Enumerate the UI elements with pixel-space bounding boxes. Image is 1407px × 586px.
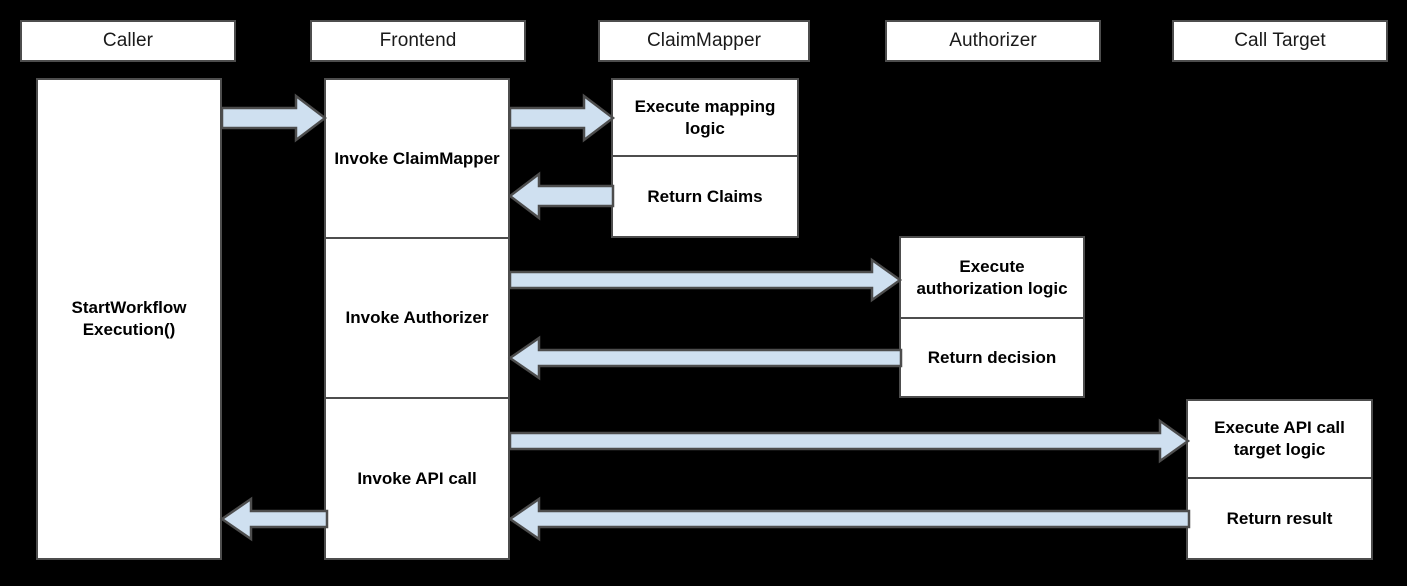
message-arrow-frontend-to-authorizer[interactable] [508,257,903,303]
activation-calltarget-execute[interactable]: Execute API call target logic [1186,399,1373,478]
message-arrow-authorizer-to-frontend[interactable] [507,335,903,381]
activation-calltarget-execute-label: Execute API call target logic [1214,418,1345,459]
message-arrow-frontend-to-caller[interactable] [219,496,329,542]
message-arrow-calltarget-to-frontend[interactable] [507,496,1191,542]
activation-authorizer-return[interactable]: Return decision [899,318,1085,398]
activation-frontend-invoke-api-call[interactable]: Invoke API call [324,398,510,560]
activation-authorizer-execute[interactable]: Execute authorization logic [899,236,1085,318]
activation-caller-start[interactable]: StartWorkflow Execution() [36,78,222,560]
activation-claimmapper-execute-label: Execute mapping logic [634,96,776,138]
lifeline-header-authorizer-label: Authorizer [949,30,1037,51]
lifeline-header-calltarget[interactable]: Call Target [1172,20,1388,62]
activation-frontend-invoke-authorizer[interactable]: Invoke Authorizer [324,238,510,398]
activation-calltarget-return-label: Return result [1226,508,1333,528]
message-arrow-caller-to-frontend[interactable] [220,93,328,143]
activation-claimmapper-return[interactable]: Return Claims [611,156,799,238]
activation-claimmapper-execute[interactable]: Execute mapping logic [611,78,799,156]
activation-authorizer-execute-label: Execute authorization logic [916,256,1068,298]
lifeline-header-claimmapper-label: ClaimMapper [646,30,762,51]
activation-frontend-invoke-claimmapper[interactable]: Invoke ClaimMapper [324,78,510,238]
message-arrow-frontend-to-calltarget[interactable] [508,418,1191,464]
activation-frontend-invoke-api-call-label: Invoke API call [357,468,477,488]
lifeline-header-authorizer[interactable]: Authorizer [885,20,1101,62]
activation-caller-start-label: StartWorkflow Execution() [71,298,187,339]
message-arrow-claimmapper-to-frontend[interactable] [507,171,615,221]
lifeline-header-frontend[interactable]: Frontend [310,20,526,62]
lifeline-header-calltarget-label: Call Target [1234,30,1326,51]
activation-frontend-invoke-authorizer-label: Invoke Authorizer [345,308,489,328]
activation-authorizer-return-label: Return decision [927,347,1057,367]
message-arrow-frontend-to-claimmapper[interactable] [508,93,616,143]
lifeline-header-claimmapper[interactable]: ClaimMapper [598,20,810,62]
activation-claimmapper-return-label: Return Claims [647,186,763,206]
activation-calltarget-return[interactable]: Return result [1186,478,1373,560]
activation-frontend-invoke-claimmapper-label: Invoke ClaimMapper [334,148,500,168]
lifeline-header-caller[interactable]: Caller [20,20,236,62]
lifeline-header-caller-label: Caller [102,30,154,51]
lifeline-header-frontend-label: Frontend [379,30,457,51]
